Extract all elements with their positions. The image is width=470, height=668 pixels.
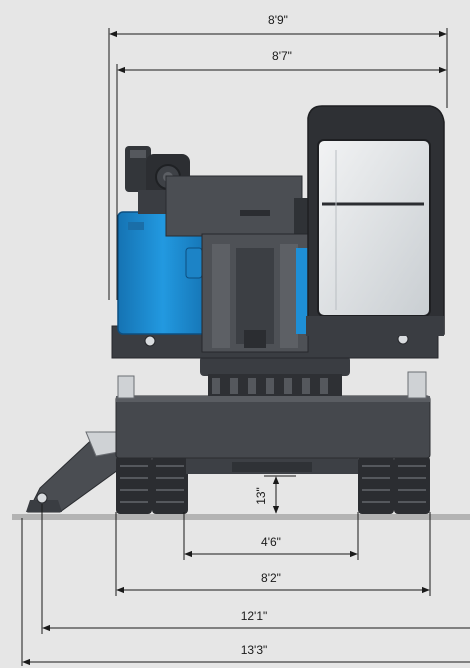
slewing-ring <box>200 356 350 396</box>
outrigger-arm <box>26 431 119 513</box>
engine-cover <box>165 175 303 237</box>
boom-column <box>201 233 310 353</box>
dim-outer-track-width: 8'2" <box>261 571 281 585</box>
dim-upper-width: 8'7" <box>272 49 292 63</box>
excavator-machine <box>26 105 445 514</box>
wheels <box>116 456 430 514</box>
dim-ground-clearance: 13" <box>254 487 268 505</box>
ground-line <box>12 514 470 520</box>
dim-overall-span: 13'3" <box>241 643 268 657</box>
operator-cab <box>306 105 445 336</box>
lower-frame <box>115 395 431 459</box>
dimension-annotations <box>21 28 470 666</box>
dim-overall-width-top: 8'9" <box>268 13 288 27</box>
dim-inner-track-width: 4'6" <box>261 535 281 549</box>
dim-outrigger-span: 12'1" <box>241 609 268 623</box>
